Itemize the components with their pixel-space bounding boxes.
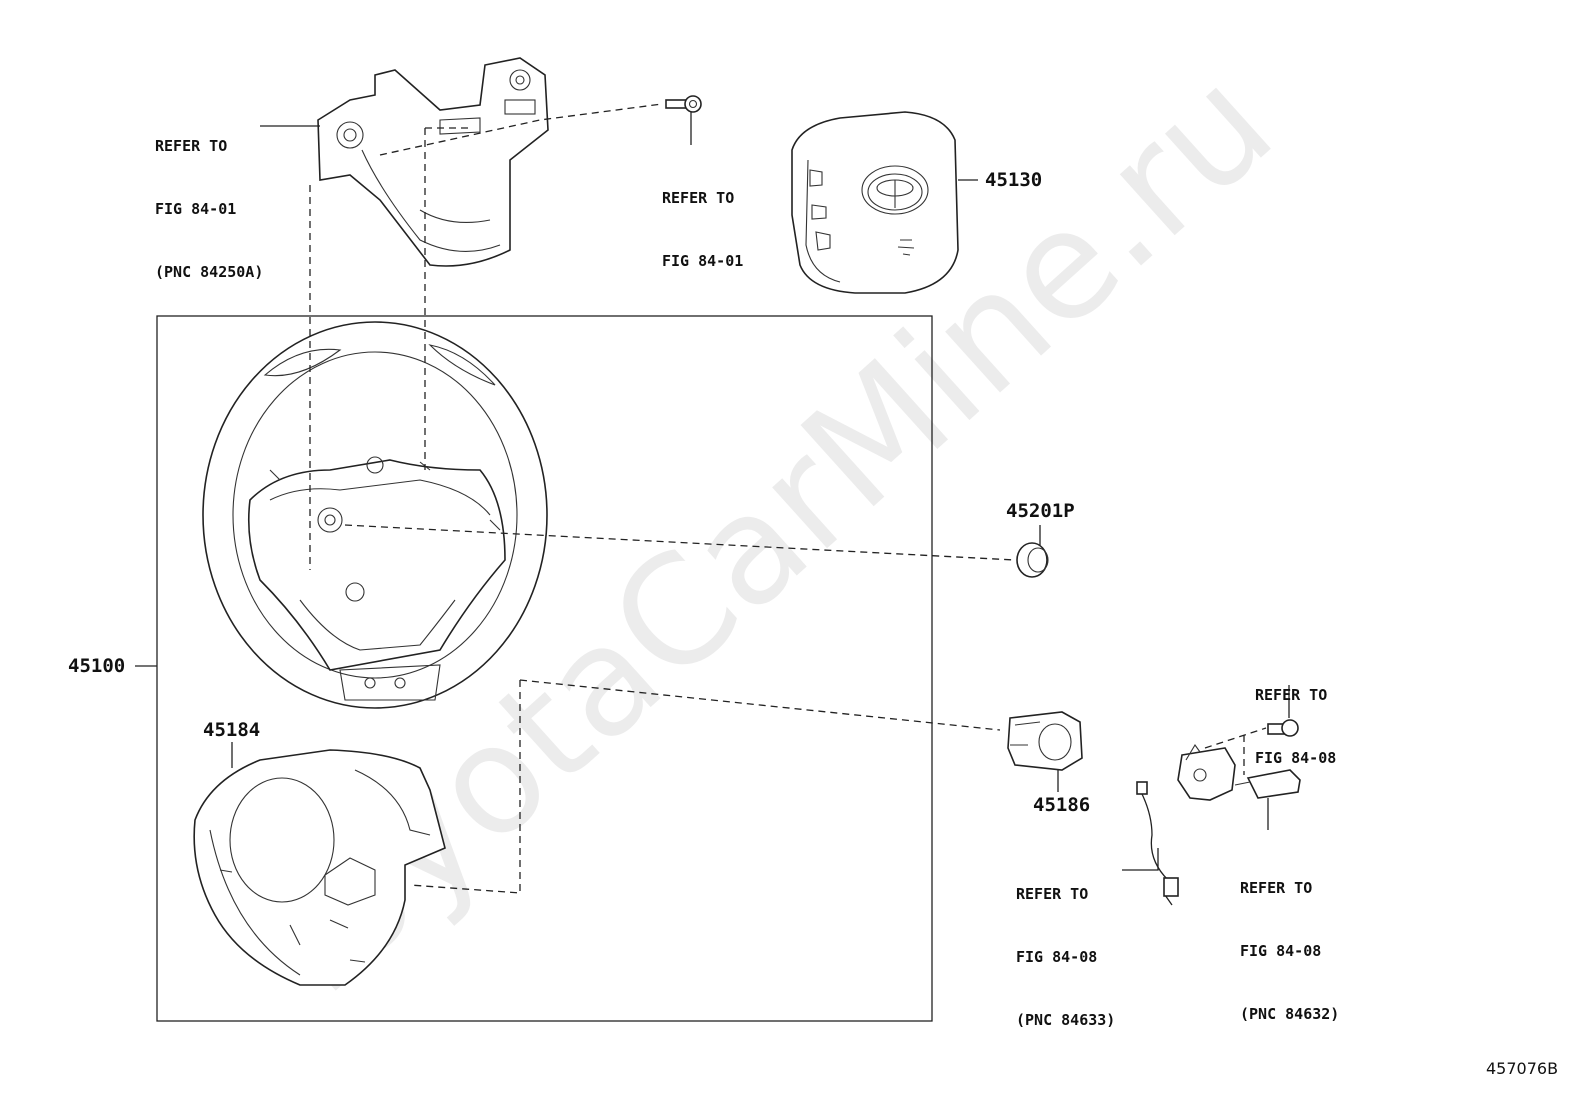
ref-harness: REFER TO FIG 84-08 (PNC 84633) — [1016, 885, 1116, 1029]
spiral-cable-45186 — [1007, 711, 1083, 771]
screw-right — [1267, 719, 1299, 737]
part-number-45201P: 45201P — [1006, 500, 1075, 522]
turn-switch-84632 — [1177, 743, 1301, 801]
ref-switch-top: REFER TO FIG 84-01 (PNC 84250A) — [155, 137, 264, 281]
assembly-box — [156, 315, 933, 1022]
ref-screw-top: REFER TO FIG 84-01 — [662, 189, 744, 270]
wire-harness-84633 — [1136, 781, 1179, 906]
horn-pad-45130 — [791, 111, 959, 294]
lower-cover-45184 — [193, 749, 446, 986]
steering-switch-assembly — [317, 57, 549, 267]
screw-top — [665, 95, 702, 113]
steering-wheel-45100 — [202, 321, 548, 709]
leader-lines — [135, 112, 1290, 871]
part-number-45184: 45184 — [203, 719, 261, 741]
ref-switch-right: REFER TO FIG 84-08 (PNC 84632) — [1240, 879, 1340, 1023]
drawing-number: 457076B — [1486, 1059, 1559, 1078]
part-number-45130: 45130 — [985, 169, 1043, 191]
dashed-assembly-lines — [309, 103, 1267, 894]
part-number-45186: 45186 — [1033, 794, 1091, 816]
cap-45201P — [1016, 542, 1049, 578]
ref-screw-right: REFER TO FIG 84-08 — [1255, 686, 1337, 767]
part-number-45100: 45100 — [68, 655, 126, 677]
